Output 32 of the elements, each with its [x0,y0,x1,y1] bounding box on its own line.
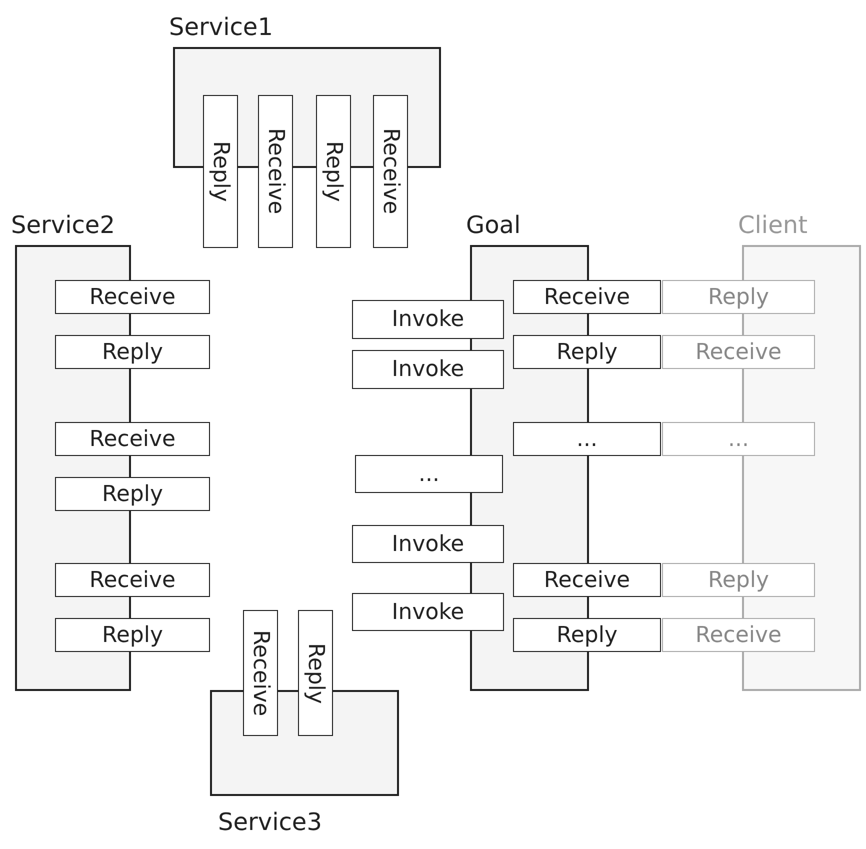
activity-box: Receive [373,95,408,248]
activity-box: Receive [662,618,815,652]
activity-box: Receive [55,422,210,456]
activity-box: ... [355,455,503,493]
activity-box: Invoke [352,350,504,389]
activity-box: Reply [55,477,210,511]
activity-box: Reply [513,618,661,652]
lane-title: Goal [466,211,521,239]
activity-box: Reply [298,610,333,736]
activity-box: Reply [316,95,351,248]
activity-box: Invoke [352,593,504,631]
activity-box: Invoke [352,525,504,563]
activity-box: Receive [55,280,210,314]
activity-box: ... [662,422,815,456]
activity-box: Receive [243,610,278,736]
activity-box: Receive [513,280,661,314]
activity-box: Reply [662,563,815,597]
activity-box: Receive [513,563,661,597]
activity-box: Receive [662,335,815,369]
activity-box: Reply [203,95,238,248]
activity-box: Reply [55,335,210,369]
lane-title: Service2 [11,211,115,239]
activity-box: Invoke [352,300,504,339]
activity-box: Reply [662,280,815,314]
activity-box: ... [513,422,661,456]
activity-box: Reply [513,335,661,369]
lane-title: Service3 [218,808,322,836]
activity-box: Receive [55,563,210,597]
activity-box: Receive [258,95,293,248]
activity-box: Reply [55,618,210,652]
lane-title: Client [738,211,808,239]
lane-title: Service1 [169,13,273,41]
